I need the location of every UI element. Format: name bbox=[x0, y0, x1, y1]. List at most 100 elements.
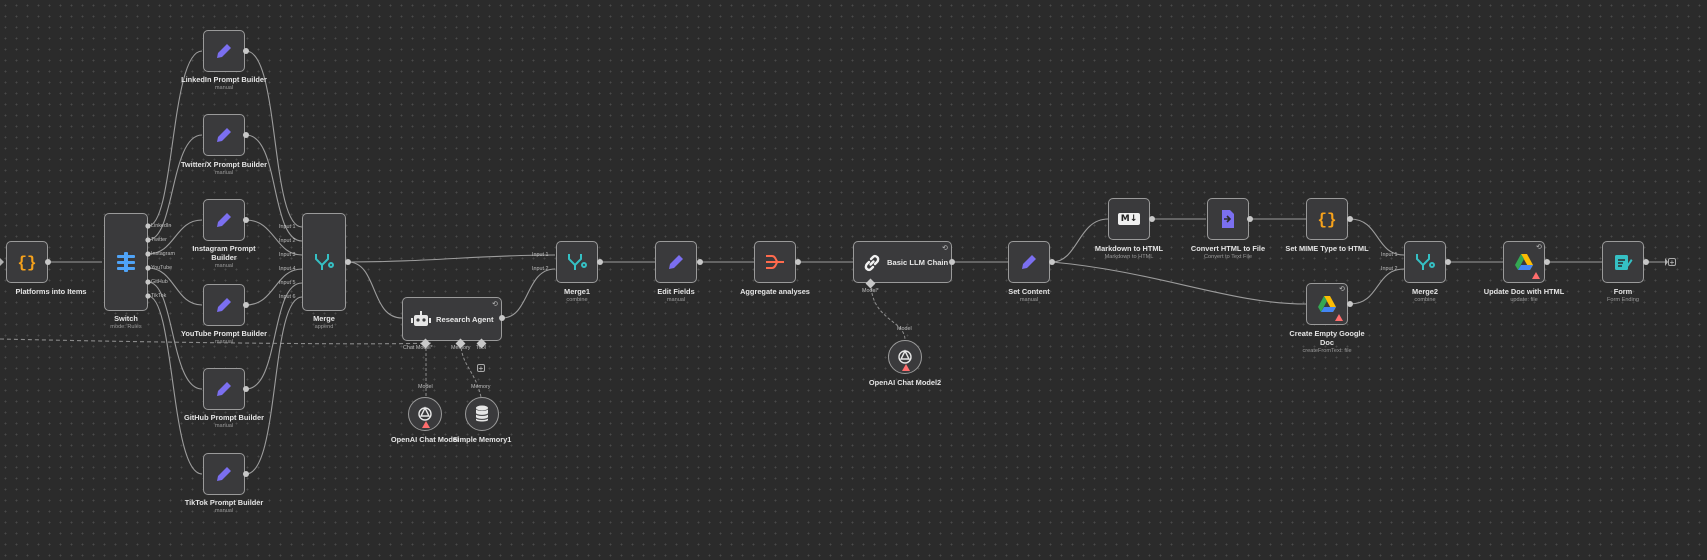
refresh-icon: ⟲ bbox=[942, 245, 948, 252]
merge-input-4: Input 4 bbox=[279, 266, 296, 272]
node-set-mime-type[interactable]: {} bbox=[1306, 198, 1348, 240]
merge-icon bbox=[303, 214, 345, 310]
node-title: Merge1 bbox=[564, 287, 590, 296]
node-title: Switch bbox=[114, 314, 138, 323]
markdown-badge: M↓ bbox=[1117, 213, 1141, 225]
node-title: Twitter/X Prompt Builder bbox=[180, 160, 268, 169]
add-node-button[interactable]: + bbox=[1668, 258, 1676, 267]
model2-port-label: Model bbox=[897, 326, 912, 332]
node-subtitle: combine bbox=[1414, 297, 1436, 303]
merge-input-1: Input 1 bbox=[279, 224, 296, 230]
node-title: Merge2 bbox=[1412, 287, 1438, 296]
node-subtitle: createFromText: file bbox=[1302, 348, 1352, 354]
node-subtitle: manual bbox=[1019, 297, 1039, 303]
merge-icon bbox=[1405, 242, 1445, 282]
node-set-content[interactable] bbox=[1008, 241, 1050, 283]
node-title: Basic LLM Chain bbox=[887, 258, 949, 267]
pencil-icon bbox=[204, 285, 244, 325]
warning-icon bbox=[902, 364, 910, 371]
node-subtitle: manual bbox=[214, 85, 234, 91]
node-platforms-into-items[interactable]: {} bbox=[6, 241, 48, 283]
warning-icon bbox=[1335, 314, 1343, 321]
edge-youtube-merge bbox=[245, 268, 303, 306]
pencil-icon bbox=[1009, 242, 1049, 282]
switch-output-github: GitHub bbox=[151, 279, 168, 285]
node-title: Aggregate analyses bbox=[740, 287, 810, 296]
node-title: Platforms into Items bbox=[15, 287, 87, 296]
node-edit-fields[interactable] bbox=[655, 241, 697, 283]
node-subtitle: Convert to Text File bbox=[1203, 254, 1253, 260]
pencil-icon bbox=[204, 369, 244, 409]
model-port-label: Model bbox=[418, 384, 433, 390]
convert-file-icon bbox=[1208, 199, 1248, 239]
switch-output-youtube: YouTube bbox=[151, 265, 173, 271]
node-merge[interactable] bbox=[302, 213, 346, 311]
openai-icon bbox=[889, 341, 921, 373]
node-subtitle: manual bbox=[666, 297, 686, 303]
node-openai-chat-model[interactable] bbox=[408, 397, 442, 431]
node-title: LinkedIn Prompt Builder bbox=[181, 75, 267, 84]
warning-icon bbox=[422, 421, 430, 428]
node-subtitle: append bbox=[314, 324, 334, 330]
node-youtube-prompt-builder[interactable] bbox=[203, 284, 245, 326]
add-tool-button[interactable]: + bbox=[477, 364, 485, 373]
edge-createdoc-merge2 bbox=[1349, 268, 1405, 305]
pencil-icon bbox=[204, 454, 244, 494]
node-markdown-to-html[interactable]: M↓ bbox=[1108, 198, 1150, 240]
refresh-icon: ⟲ bbox=[1339, 286, 1345, 293]
node-basic-llm-chain[interactable]: Basic LLM Chain ⟲ bbox=[853, 241, 952, 283]
node-subtitle: Markdown to HTML bbox=[1104, 254, 1154, 260]
edge-merge-agent bbox=[347, 261, 403, 319]
node-title: Update Doc with HTML bbox=[1483, 287, 1565, 296]
edge-github-merge bbox=[245, 282, 303, 390]
edge-agent-merge1 bbox=[501, 268, 556, 319]
agent-port-chat-model: Chat Model* bbox=[403, 345, 433, 351]
form-icon bbox=[1603, 242, 1643, 282]
switch-output-linkedin: LinkedIn bbox=[151, 223, 172, 229]
node-subtitle: manual bbox=[214, 170, 234, 176]
node-convert-html-to-file[interactable] bbox=[1207, 198, 1249, 240]
google-drive-icon bbox=[1504, 242, 1544, 282]
merge2-input-1: Input 1 bbox=[1381, 252, 1398, 258]
node-merge1[interactable] bbox=[556, 241, 598, 283]
node-form[interactable] bbox=[1602, 241, 1644, 283]
curly-braces-icon: {} bbox=[7, 242, 47, 282]
node-update-doc[interactable]: ⟲ bbox=[1503, 241, 1545, 283]
node-create-google-doc[interactable]: ⟲ bbox=[1306, 283, 1348, 325]
node-linkedin-prompt-builder[interactable] bbox=[203, 30, 245, 72]
merge-input-3: Input 3 bbox=[279, 252, 296, 258]
node-openai-chat-model2[interactable] bbox=[888, 340, 922, 374]
node-title: GitHub Prompt Builder bbox=[183, 413, 265, 422]
node-twitter-prompt-builder[interactable] bbox=[203, 114, 245, 156]
database-icon bbox=[466, 398, 498, 430]
pencil-icon bbox=[204, 115, 244, 155]
node-title: TikTok Prompt Builder bbox=[184, 498, 264, 507]
edge-linkedin-merge bbox=[245, 50, 303, 228]
svg-text:{}: {} bbox=[17, 254, 36, 272]
markdown-icon: M↓ bbox=[1109, 199, 1149, 239]
merge-input-2: Input 2 bbox=[279, 238, 296, 244]
node-subtitle: manual bbox=[214, 508, 234, 514]
node-title: OpenAI Chat Model bbox=[390, 435, 460, 444]
node-github-prompt-builder[interactable] bbox=[203, 368, 245, 410]
node-simple-memory[interactable] bbox=[465, 397, 499, 431]
llm-port-model: Model* bbox=[862, 288, 879, 294]
svg-text:{}: {} bbox=[1317, 211, 1336, 229]
dashed-connection bbox=[0, 338, 433, 345]
node-title: Merge bbox=[313, 314, 335, 323]
node-research-agent[interactable]: Research Agent ⟲ bbox=[402, 297, 502, 341]
node-subtitle: mode: Rules bbox=[110, 324, 142, 330]
node-aggregate-analyses[interactable] bbox=[754, 241, 796, 283]
refresh-icon: ⟲ bbox=[1536, 244, 1542, 251]
node-switch[interactable] bbox=[104, 213, 148, 311]
node-tiktok-prompt-builder[interactable] bbox=[203, 453, 245, 495]
node-instagram-prompt-builder[interactable] bbox=[203, 199, 245, 241]
node-merge2[interactable] bbox=[1404, 241, 1446, 283]
robot-icon bbox=[411, 310, 431, 333]
google-drive-icon bbox=[1307, 284, 1347, 324]
edge-switch-twitter bbox=[147, 134, 203, 241]
aggregate-icon bbox=[755, 242, 795, 282]
arrowhead bbox=[1665, 258, 1668, 266]
node-title: Create Empty Google Doc bbox=[1289, 329, 1365, 347]
